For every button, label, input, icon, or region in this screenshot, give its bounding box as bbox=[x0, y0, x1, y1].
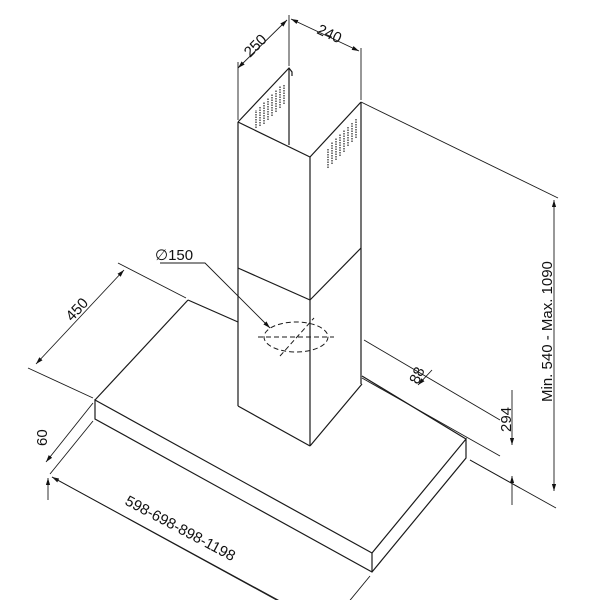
dim-hood-depth-label: 450 bbox=[62, 295, 92, 325]
dim-outlet-diameter-label: ∅150 bbox=[155, 247, 193, 264]
dim-hood-width: 598-698-898-1198 bbox=[51, 476, 371, 600]
dim-hood-thickness: 60 bbox=[34, 402, 94, 500]
dim-outlet-offset-label: 88 bbox=[406, 364, 428, 386]
dim-total-height-label: Min. 540 - Max. 1090 bbox=[539, 261, 556, 402]
dim-hood-thickness-label: 60 bbox=[34, 429, 51, 446]
dim-chimney-width-label: 240 bbox=[314, 21, 344, 47]
vent-slots-right bbox=[327, 118, 357, 168]
outlet-hole bbox=[258, 317, 334, 357]
dim-hood-width-label: 598-698-898-1198 bbox=[122, 493, 238, 565]
dim-total-height: Min. 540 - Max. 1090 bbox=[360, 101, 559, 509]
chimney bbox=[237, 67, 363, 447]
dim-outlet-height-label: 294 bbox=[498, 407, 515, 432]
vent-slots-left bbox=[255, 84, 285, 128]
dim-outlet: ∅150 bbox=[155, 247, 271, 329]
dim-chimney-depth-label: 250 bbox=[241, 31, 271, 61]
dim-outlet-offset: 88 bbox=[361, 339, 501, 457]
dim-chimney: 250 240 bbox=[237, 15, 362, 120]
dim-hood-depth: 450 bbox=[27, 262, 187, 399]
